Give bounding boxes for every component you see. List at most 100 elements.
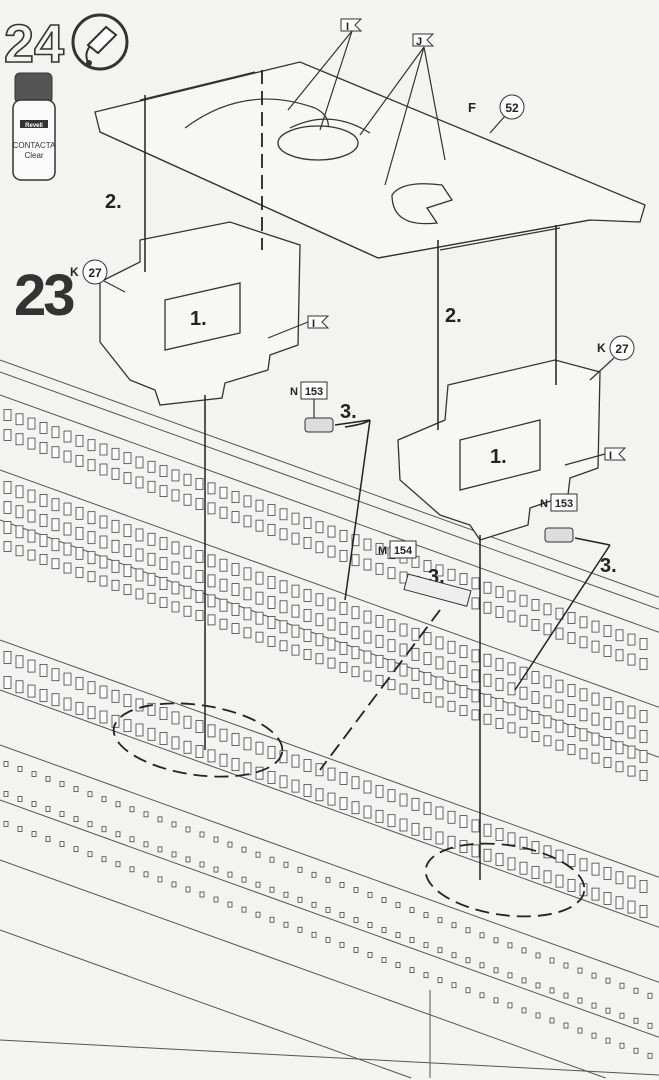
- ship-window: [311, 931, 317, 938]
- ship-window: [111, 714, 120, 728]
- ship-window: [399, 793, 408, 807]
- ship-window: [255, 519, 264, 532]
- ship-window: [471, 669, 480, 683]
- ship-window: [75, 676, 84, 690]
- ship-window: [579, 636, 588, 649]
- ship-window: [423, 827, 432, 841]
- ship-window: [207, 614, 216, 626]
- ship-window: [75, 566, 84, 578]
- ship-window: [171, 601, 180, 613]
- ship-window: [183, 473, 192, 486]
- ship-window: [75, 701, 84, 715]
- ship-window: [387, 619, 396, 633]
- ship-window: [171, 541, 180, 555]
- ship-window: [459, 573, 468, 585]
- ship-window: [143, 811, 149, 818]
- ship-window: [471, 709, 480, 721]
- ship-window: [535, 982, 541, 989]
- side-panel-left-k27: 1.: [99, 221, 301, 406]
- ship-window: [363, 558, 372, 571]
- ship-window: [639, 880, 648, 893]
- ship-window: [459, 705, 468, 716]
- ship-window: [291, 604, 300, 618]
- glue-name: CONTACTA: [13, 141, 56, 150]
- substep-2-left: 2.: [105, 191, 122, 213]
- ship-window: [267, 616, 276, 629]
- ship-window: [325, 906, 331, 913]
- ship-window: [231, 563, 240, 576]
- ship-window: [219, 506, 228, 519]
- ship-window: [543, 870, 552, 884]
- ship-window: [75, 434, 84, 447]
- ship-window: [171, 489, 180, 502]
- ship-window: [241, 906, 247, 913]
- ship-window: [555, 719, 564, 733]
- ship-window: [123, 544, 132, 558]
- ship-window: [123, 564, 132, 578]
- ship-window: [577, 967, 583, 974]
- ship-window: [51, 693, 60, 707]
- ship-window: [27, 417, 36, 430]
- ship-window: [219, 618, 228, 630]
- ship-window: [563, 962, 569, 969]
- part-number-27-left: 27: [88, 266, 102, 280]
- ship-window: [447, 700, 456, 712]
- ship-window: [207, 482, 216, 495]
- ship-window: [507, 857, 516, 871]
- ship-deck-line: [0, 359, 659, 598]
- ship-window: [605, 1007, 611, 1014]
- ship-window: [375, 809, 384, 823]
- ship-window: [531, 599, 540, 611]
- ship-window: [615, 649, 624, 662]
- ship-window: [255, 741, 264, 755]
- ship-window: [147, 727, 156, 741]
- ship-window: [423, 632, 432, 646]
- ship-window: [27, 549, 36, 561]
- ship-window: [471, 844, 480, 858]
- substep-2-right: 2.: [445, 305, 462, 327]
- ship-window: [75, 546, 84, 560]
- ship-window: [375, 562, 384, 575]
- ship-window: [423, 942, 429, 949]
- glue-bottle: Revell CONTACTA Clear: [12, 72, 56, 181]
- ship-window: [75, 526, 84, 540]
- ship-window: [147, 572, 156, 586]
- ship-window: [591, 640, 600, 653]
- svg-text:I: I: [609, 450, 612, 462]
- ship-window: [159, 707, 168, 720]
- ship-window: [627, 633, 636, 646]
- ship-window: [207, 594, 216, 608]
- ship-window: [63, 672, 72, 686]
- ship-window: [493, 967, 499, 974]
- ship-window: [507, 610, 516, 623]
- ship-window: [521, 947, 527, 954]
- side-panel-right-k27: 1.: [397, 359, 601, 541]
- ship-window: [39, 534, 48, 547]
- ship-window: [243, 737, 252, 751]
- ship-window: [339, 942, 345, 948]
- ship-window: [99, 463, 108, 476]
- ship-window: [519, 836, 528, 850]
- ship-window: [199, 861, 205, 868]
- ship-window: [363, 670, 372, 682]
- ship-window: [39, 493, 48, 507]
- ship-window: [531, 619, 540, 631]
- ship-window: [279, 528, 288, 541]
- ship-window: [351, 666, 360, 678]
- part-letter-n-2: N: [540, 498, 548, 510]
- ship-window: [555, 739, 564, 751]
- ship-window: [647, 1022, 653, 1029]
- ship-window: [157, 876, 163, 883]
- ship-window: [387, 659, 396, 673]
- ship-window: [75, 454, 84, 467]
- ship-window: [615, 871, 624, 885]
- ship-window: [303, 629, 312, 642]
- ship-window: [279, 620, 288, 634]
- ship-window: [3, 761, 9, 767]
- ship-window: [219, 598, 228, 612]
- ship-window: [31, 801, 37, 807]
- ship-window: [605, 977, 611, 984]
- ship-window: [447, 640, 456, 654]
- ship-window: [351, 626, 360, 640]
